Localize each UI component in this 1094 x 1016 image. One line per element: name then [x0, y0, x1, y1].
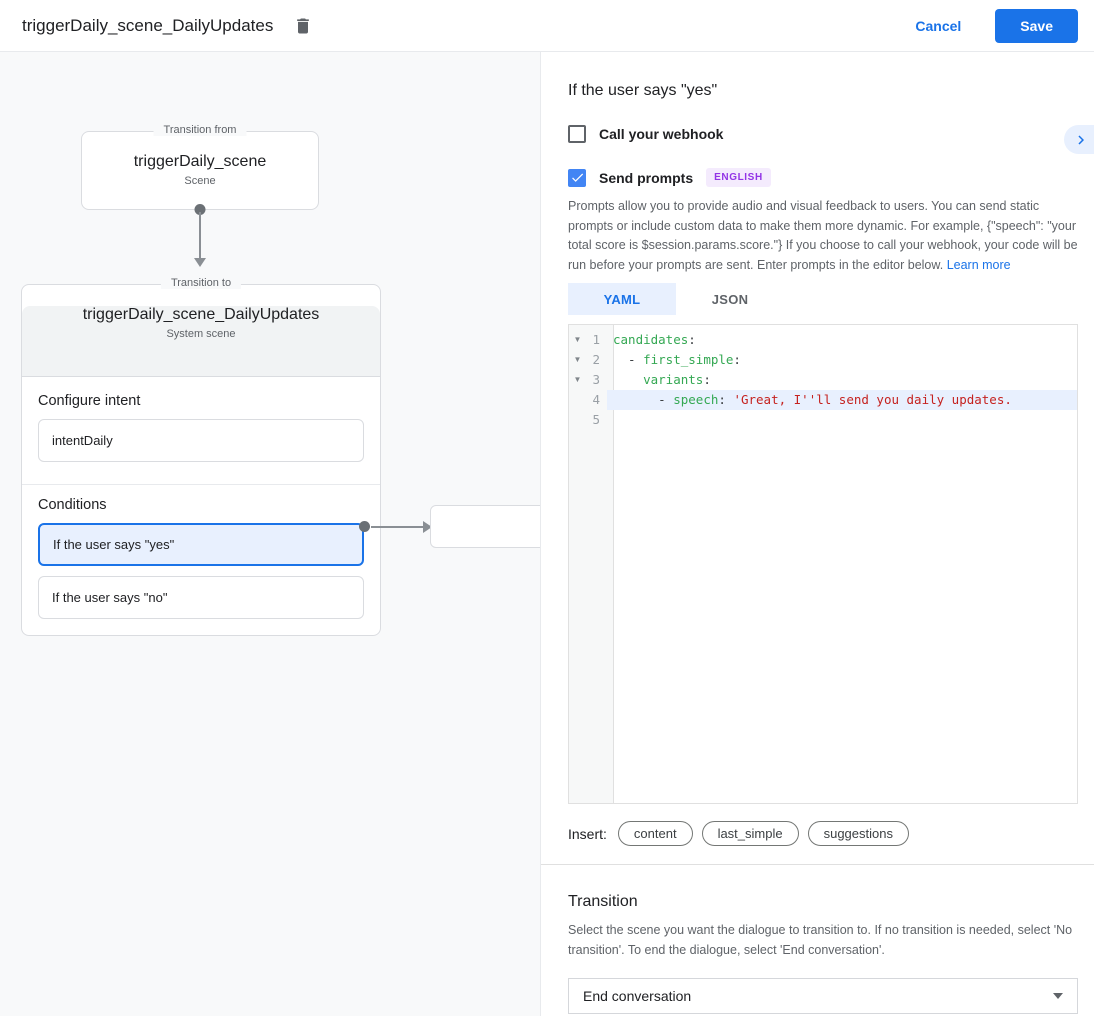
panel-title: If the user says "yes" [568, 82, 718, 99]
page-title: triggerDaily_scene_DailyUpdates [22, 15, 274, 35]
code-line-text[interactable]: - first_simple: [613, 352, 741, 367]
editor-line[interactable]: ▼ 3 variants: [569, 370, 1077, 390]
main-content: Transition from triggerDaily_scene Scene… [0, 52, 1094, 1016]
transition-description: Select the scene you want the dialogue t… [568, 923, 1073, 957]
chip-suggestions[interactable]: suggestions [807, 821, 909, 846]
send-prompts-label: Send prompts [599, 169, 694, 186]
fold-gutter [569, 410, 586, 430]
chevron-right-icon [1078, 135, 1084, 144]
condition-item-no[interactable]: If the user says "no" [38, 576, 364, 619]
save-button[interactable]: Save [995, 8, 1078, 43]
language-badge: ENGLISH [706, 168, 771, 187]
configure-intent-section: Configure intent intentDaily [22, 377, 380, 484]
from-scene-name: triggerDaily_scene [133, 153, 267, 170]
from-scene-type: Scene [184, 175, 216, 187]
condition-yes-label: If the user says "yes" [53, 537, 175, 552]
transition-section: Transition Select the scene you want the… [541, 865, 1094, 1014]
line-number: 1 [592, 332, 600, 347]
line-number: 5 [592, 412, 600, 427]
collapse-panel-button[interactable] [1064, 125, 1094, 154]
condition-editor-panel: If the user says "yes" Call your webhook… [541, 52, 1094, 1016]
chip-last-simple[interactable]: last_simple [701, 821, 799, 846]
webhook-row: Call your webhook [568, 125, 1078, 143]
transition-select[interactable]: End conversation [568, 978, 1078, 1014]
topbar: triggerDaily_scene_DailyUpdates Cancel S… [0, 0, 1094, 52]
topbar-left: triggerDaily_scene_DailyUpdates [22, 14, 315, 38]
code-line-text[interactable]: - speech: 'Great, I''ll send you daily u… [607, 390, 1077, 410]
conditions-section: Conditions If the user says "yes" If the… [22, 485, 380, 635]
tab-yaml[interactable]: YAML [568, 283, 676, 315]
editor-line[interactable]: ▼ 1 candidates: [569, 330, 1077, 350]
connector-line-vertical [199, 212, 201, 259]
line-number: 2 [592, 352, 600, 367]
editor-line[interactable]: ▼ 2 - first_simple: [569, 350, 1077, 370]
condition-item-yes[interactable]: If the user says "yes" [38, 523, 364, 566]
connector-dot [194, 204, 206, 215]
check-icon [571, 173, 583, 182]
code-editor-lines: ▼ 1 candidates: ▼ 2 - first_simple: ▼ 3 varian… [569, 325, 1077, 430]
line-number: 4 [592, 392, 600, 407]
prompts-description: Prompts allow you to provide audio and v… [568, 197, 1078, 275]
arrow-down-icon [194, 258, 206, 267]
condition-no-label: If the user says "no" [52, 590, 168, 605]
transition-to-node[interactable]: Transition to triggerDaily_scene_DailyUp… [21, 277, 381, 636]
transition-to-label: Transition to [160, 277, 242, 289]
scene-header: triggerDaily_scene_DailyUpdates System s… [22, 306, 380, 377]
insert-label: Insert: [568, 825, 607, 842]
scene-diagram-panel: Transition from triggerDaily_scene Scene… [0, 52, 541, 1016]
transition-select-value: End conversation [583, 988, 692, 1004]
fold-arrow-icon[interactable]: ▼ [573, 355, 582, 364]
transition-from-label: Transition from [153, 124, 247, 136]
intent-value: intentDaily [52, 433, 113, 448]
dropdown-caret-icon [1053, 993, 1063, 999]
transition-title: Transition [568, 893, 638, 910]
trash-icon [297, 18, 310, 33]
send-prompts-checkbox[interactable] [568, 168, 586, 187]
transition-from-node[interactable]: Transition from triggerDaily_scene Scene [81, 124, 319, 215]
editor-line[interactable]: 5 [569, 410, 1077, 430]
connector-dot [359, 521, 370, 532]
fold-arrow-icon[interactable]: ▼ [573, 375, 582, 384]
tab-json[interactable]: JSON [711, 291, 749, 307]
configure-intent-label: Configure intent [38, 393, 141, 409]
fold-arrow-icon[interactable]: ▼ [573, 335, 582, 344]
fold-gutter [569, 390, 586, 410]
to-scene-type: System scene [166, 328, 236, 340]
webhook-label: Call your webhook [599, 126, 724, 142]
chip-content[interactable]: content [617, 821, 693, 846]
transition-target-node[interactable] [430, 505, 540, 548]
editor-tabs: YAML JSON [568, 283, 1078, 315]
cancel-button[interactable]: Cancel [915, 17, 962, 34]
delete-scene-button[interactable] [291, 14, 315, 38]
code-line-text[interactable]: variants: [643, 372, 711, 387]
panel-divider [541, 864, 1094, 865]
send-prompts-row: Send prompts ENGLISH [568, 168, 1078, 187]
learn-more-link[interactable]: Learn more [946, 257, 1011, 272]
intent-field[interactable]: intentDaily [38, 419, 364, 462]
webhook-checkbox[interactable] [568, 125, 586, 143]
arrow-right-icon [423, 521, 432, 533]
section-divider [22, 484, 380, 485]
code-line-text[interactable] [607, 410, 1077, 430]
topbar-actions: Cancel Save [915, 8, 1078, 43]
connector-line-horizontal [371, 526, 423, 528]
line-number: 3 [592, 372, 600, 387]
prompt-section: If the user says "yes" Call your webhook… [541, 52, 1094, 846]
insert-row: Insert: content last_simple suggestions [568, 821, 1078, 846]
editor-line[interactable]: 4 - speech: 'Great, I''ll send you daily… [569, 390, 1077, 410]
conditions-label: Conditions [38, 497, 107, 513]
code-line-text[interactable]: candidates: [613, 332, 696, 347]
code-editor[interactable]: ▼ 1 candidates: ▼ 2 - first_simple: ▼ 3 varian… [568, 324, 1078, 804]
description-text: Prompts allow you to provide audio and v… [568, 199, 1078, 272]
to-scene-name: triggerDaily_scene_DailyUpdates [82, 306, 320, 323]
